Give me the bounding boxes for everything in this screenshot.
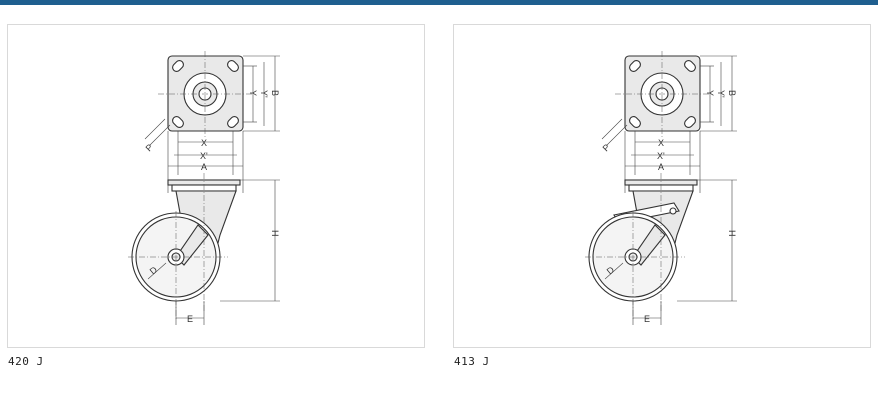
dim-h-label: H (727, 230, 737, 237)
caster-drawing-panel-413j[interactable]: X X' A Y Y' B P (453, 24, 871, 348)
caster-drawing-panel-420j[interactable]: X X' A Y Y' B P (7, 24, 425, 348)
dim-d-label: D (148, 264, 160, 276)
dim-a-label: A (201, 162, 207, 172)
caster-side-view (128, 173, 241, 321)
dim-d-label: D (605, 264, 617, 276)
caster-drawing-413j: X X' A Y Y' B P (585, 51, 737, 325)
dim-x-prime-label: X' (657, 151, 665, 161)
dim-x-label: X (658, 138, 664, 148)
dim-x-label: X (201, 138, 207, 148)
dim-e-label: E (187, 314, 193, 324)
dim-e-label: E (644, 314, 650, 324)
dim-y-label: Y (705, 90, 715, 96)
top-plate-view (158, 51, 253, 137)
dim-h-label: H (270, 230, 280, 237)
dim-p-label: P (601, 142, 612, 153)
side-dimensions: H D E (605, 179, 737, 325)
dim-x-prime-label: X' (200, 151, 208, 161)
side-dimensions: H D E (148, 179, 280, 325)
caster-drawing-420j: X X' A Y Y' B P (128, 51, 280, 325)
product-caption-420j: 420 J (8, 355, 44, 368)
top-plate-view (615, 51, 710, 137)
caster-side-view (585, 173, 698, 321)
header-accent-line (0, 0, 878, 5)
dim-y-label: Y (248, 90, 258, 96)
plate-dimensions: X X' A Y Y' B P (144, 55, 280, 193)
dim-b-label: B (727, 90, 737, 96)
dim-p-label: P (144, 142, 155, 153)
dim-y-prime-label: Y' (716, 90, 726, 98)
dim-b-label: B (270, 90, 280, 96)
product-caption-413j: 413 J (454, 355, 490, 368)
plate-dimensions: X X' A Y Y' B P (601, 55, 737, 193)
dim-a-label: A (658, 162, 664, 172)
dim-y-prime-label: Y' (259, 90, 269, 98)
